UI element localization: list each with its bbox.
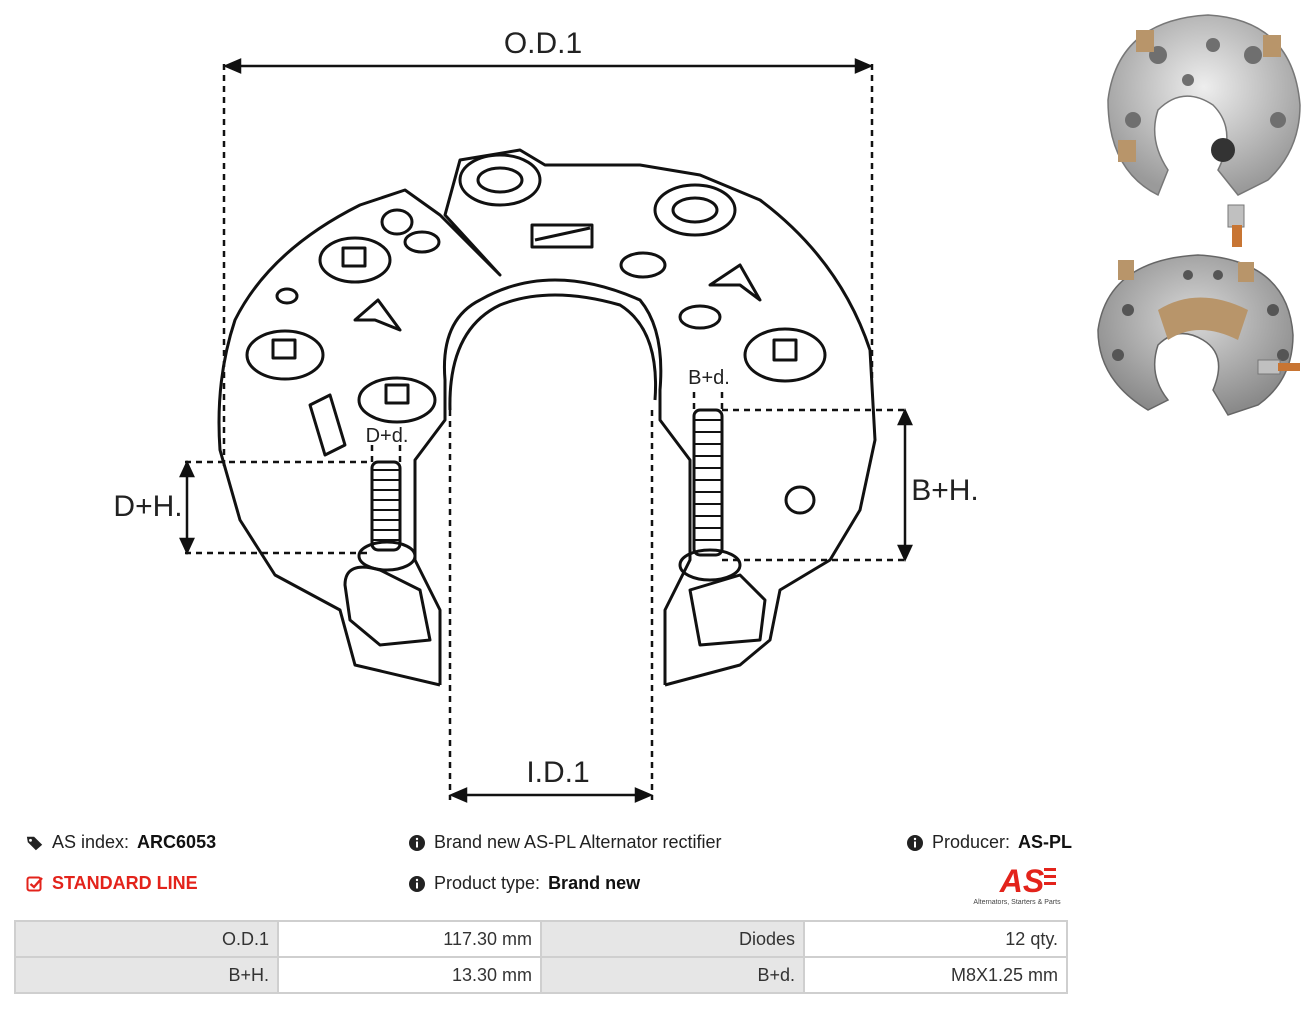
info-circle-icon [408,875,426,893]
product-photo-top[interactable] [1088,10,1308,250]
standard-line-label[interactable]: STANDARD LINE [52,873,198,893]
spec-label: B+d. [540,956,805,994]
logo-mark: AS [999,863,1045,899]
spec-value: 13.30 mm [277,956,542,994]
rectifier-body-outline [217,148,877,687]
table-row: O.D.1 117.30 mm Diodes 12 qty. [14,920,1068,958]
spec-value: 12 qty. [803,920,1068,958]
info-circle-icon [906,834,924,852]
spec-value: 117.30 mm [277,920,542,958]
tag-icon [26,834,44,852]
checkbox-icon [26,875,44,893]
od-label: O.D.1 [504,27,582,60]
description-text: Brand new AS-PL Alternator rectifier [434,832,722,852]
d-stud [370,460,402,552]
b-stud [692,408,724,557]
as-pl-logo[interactable]: AS Alternators, Starters & Parts [962,862,1072,908]
table-row: B+H. 13.30 mm B+d. M8X1.25 mm [14,956,1068,994]
spec-label: O.D.1 [14,920,279,958]
product-type-row: Product type: Brand new [408,873,640,894]
description-row: Brand new AS-PL Alternator rectifier [408,832,721,853]
as-index-label: AS index: [52,832,130,852]
product-photo-bottom[interactable] [1088,250,1308,430]
specs-table: O.D.1 117.30 mm Diodes 12 qty. B+H. 13.3… [14,920,1068,994]
line-row: STANDARD LINE [26,873,198,894]
as-index-value[interactable]: ARC6053 [137,832,217,852]
spec-label: Diodes [540,920,805,958]
mount-eye-top [458,153,542,207]
as-index-row: AS index: ARC6053 [26,832,216,853]
product-type-label: Product type: [434,873,541,893]
id-label: I.D.1 [526,756,589,789]
bd-label: B+d. [688,367,730,389]
center-hole [448,293,658,411]
rectifier-technical-drawing: O.D.1 I.D.1 D+H. D+d. B+H. B+d. [113,27,979,803]
info-circle-icon [408,834,426,852]
bh-label: B+H. [911,474,979,507]
dh-label: D+H. [113,490,182,523]
producer-label: Producer: [932,832,1011,852]
mount-eye-right [653,183,737,237]
spec-label: B+H. [14,956,279,994]
spec-value: M8X1.25 mm [803,956,1068,994]
producer-value: AS-PL [1018,832,1073,852]
logo-tagline: Alternators, Starters & Parts [973,899,1061,906]
producer-row: Producer: AS-PL [906,832,1072,853]
product-type-value: Brand new [548,873,641,893]
dd-label: D+d. [366,425,409,447]
